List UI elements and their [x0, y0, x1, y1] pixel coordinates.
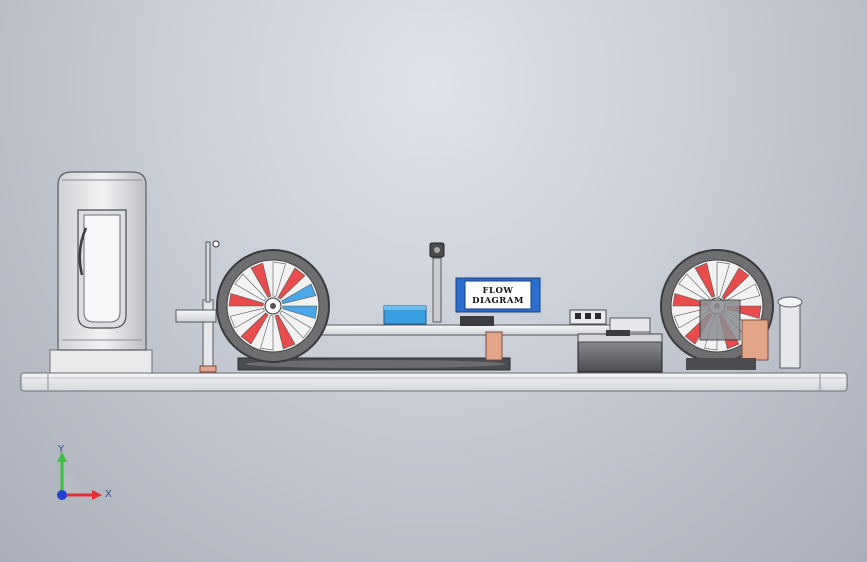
- wheel-spoke: [277, 267, 306, 300]
- wheel-spoke: [250, 262, 272, 298]
- wheel-spoke: [272, 261, 286, 297]
- wheel-spoke: [279, 310, 312, 339]
- base-plate[interactable]: [20, 372, 848, 392]
- controller-board[interactable]: [569, 309, 607, 325]
- wheel-spoke: [228, 293, 264, 307]
- flow-label-line2: DIAGRAM: [472, 296, 524, 306]
- wheel-spoke: [281, 283, 317, 305]
- front-wheel[interactable]: [216, 249, 330, 363]
- wheel-spoke: [721, 267, 750, 300]
- wheel-spoke: [282, 305, 318, 319]
- coordinate-triad-icon: Y X: [57, 444, 112, 500]
- wheel-spoke: [716, 261, 730, 297]
- wheel-spoke: [240, 312, 269, 345]
- y-axis-label: Y: [57, 444, 65, 455]
- rear-motor[interactable]: [686, 296, 803, 370]
- x-axis-label: X: [105, 489, 112, 500]
- flow-diagram-panel[interactable]: FLOW DIAGRAM: [455, 277, 541, 313]
- charging-station[interactable]: [49, 171, 153, 374]
- flow-label-line1: FLOW: [483, 286, 514, 296]
- wheel-spoke: [274, 314, 296, 350]
- sensor-post[interactable]: [429, 242, 445, 323]
- wheel-spoke: [694, 262, 716, 298]
- blue-module[interactable]: [383, 305, 427, 325]
- wheel-spoke: [678, 273, 711, 302]
- battery-pack[interactable]: [577, 330, 663, 373]
- wheel-spoke: [234, 273, 267, 302]
- center-platform[interactable]: [237, 316, 511, 371]
- wheel-spoke: [260, 315, 274, 351]
- steering-post[interactable]: [175, 240, 220, 373]
- wheel-spoke: [229, 307, 265, 329]
